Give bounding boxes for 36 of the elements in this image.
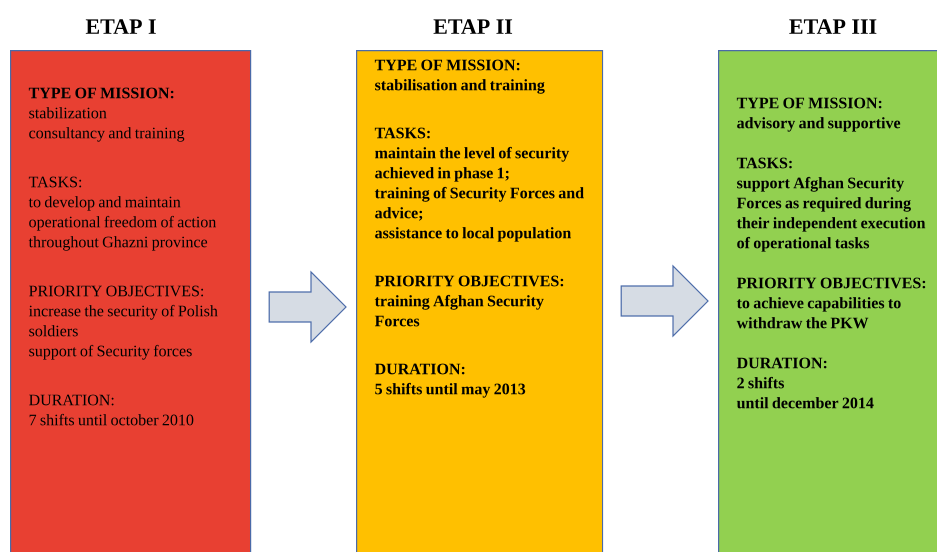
body-text: 5 shifts until may 2013 [375, 382, 526, 398]
body-text: support of Security forces [29, 344, 192, 360]
section-heading: TYPE OF MISSION: [374, 60, 520, 70]
body-text: 2 shifts [737, 376, 784, 388]
body-text: consultancy and training [29, 127, 184, 142]
body-text: assistance to local population [375, 227, 572, 242]
block-arrow [620, 264, 709, 338]
section-heading: TYPE OF MISSION: [736, 98, 882, 108]
section-heading: PRIORITY OBJECTIVES: [29, 286, 204, 296]
section-heading: TASKS: [28, 176, 82, 188]
section-heading: DURATION: [374, 364, 464, 374]
body-text: support Afghan Security Forces as required during their independent execution of operational tasks [736, 176, 926, 252]
body-text: 7 shifts until october 2010 [30, 414, 194, 426]
body-text: maintain the level of security achieved in phase 1; [375, 146, 570, 182]
section-heading: DURATION: [736, 358, 826, 368]
stage-heading: ETAP II [434, 19, 512, 34]
section-heading: PRIORITY OBJECTIVES: [374, 276, 564, 286]
body-text: until december 2014 [736, 397, 874, 408]
section-heading: DURATION: [29, 394, 114, 406]
section-heading: TASKS: [736, 158, 792, 168]
section-heading: PRIORITY OBJECTIVES: [736, 278, 926, 288]
section-heading: TYPE OF MISSION: [28, 88, 174, 98]
body-text: to achieve capabilities to withdraw the PKW [736, 297, 901, 328]
body-text: training of Security Forces and advice; [374, 186, 584, 221]
block-arrow [268, 270, 347, 344]
body-text: stabilisation and training [375, 79, 545, 94]
stage-box [356, 50, 604, 552]
body-text: advisory and supportive [737, 117, 900, 132]
stage-box [10, 50, 252, 552]
stage-heading: ETAP III [789, 19, 876, 34]
stage-box [718, 50, 937, 552]
body-text: stabilization [29, 107, 107, 118]
section-heading: TASKS: [374, 128, 430, 138]
stage-heading: ETAP I [86, 19, 156, 34]
body-text: to develop and maintain operational freedom of action throughout Ghazni province [28, 196, 216, 251]
body-text: training Afghan Security Forces [374, 294, 544, 326]
